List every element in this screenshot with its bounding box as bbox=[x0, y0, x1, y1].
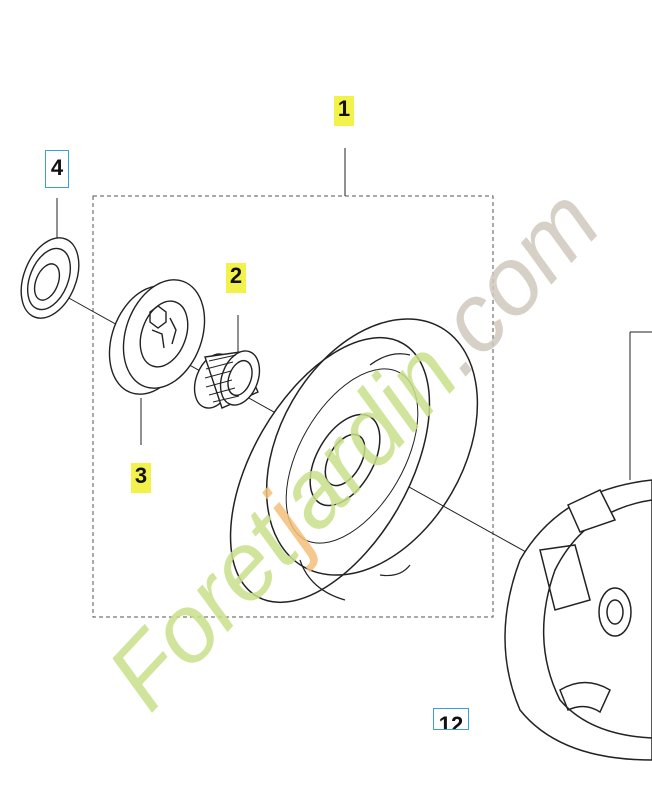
clutch-drum-part bbox=[229, 318, 479, 604]
callout-part-12: 12 bbox=[433, 708, 469, 730]
callout-part-4: 4 bbox=[45, 150, 69, 188]
clutch-shoe-part bbox=[504, 479, 652, 761]
needle-bearing-part bbox=[193, 350, 261, 409]
seal-ring-part bbox=[20, 237, 80, 319]
callout-part-1: 1 bbox=[334, 96, 354, 126]
assembly-dashed-box bbox=[92, 195, 494, 618]
rim-sprocket-part bbox=[108, 279, 206, 395]
callout-part-2: 2 bbox=[226, 263, 246, 293]
leader-lines bbox=[56, 148, 652, 480]
callout-part-3: 3 bbox=[131, 463, 151, 493]
